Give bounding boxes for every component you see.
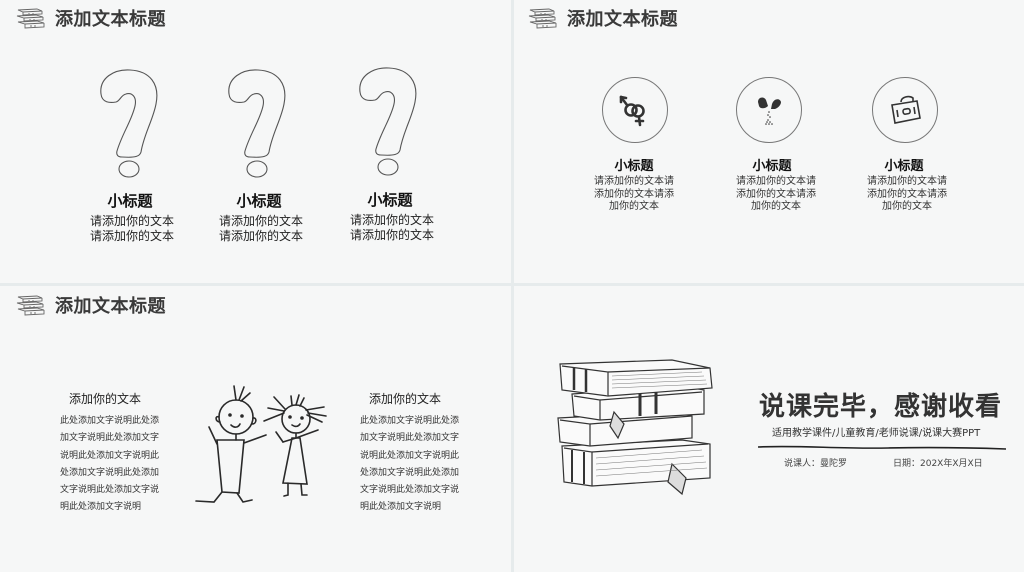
thanks-subtitle: 适用教学课件/儿童教育/老师说课/说课大赛PPT (772, 428, 981, 439)
item-title: 小标题 (884, 159, 924, 174)
question-mark-icon (357, 66, 419, 182)
item-title: 小标题 (614, 159, 654, 174)
item-line: 加你的文本 (882, 201, 932, 212)
column-line: 处添加文字说明此处添加 (60, 467, 160, 478)
item-line: 请添加你的文本 (349, 228, 434, 242)
column-line: 加文字说明此处添加文字 (360, 433, 460, 444)
column-line: 文字说明此处添加文字说 (360, 485, 460, 496)
item-line: 请添加你的文本 (218, 214, 303, 228)
capsule-circle (736, 77, 802, 143)
column-line: 此处添加文字说明此处添 (360, 416, 460, 426)
item-body: 请添加你的文本请 添加你的文本请添 加你的文本 (857, 176, 957, 214)
column-line: 加文字说明此处添加文字 (60, 433, 160, 444)
item-line: 请添加你的文本请 (736, 176, 816, 187)
slide-title: 添加文本标题 (567, 9, 678, 30)
item-line: 添加你的文本请添 (867, 188, 947, 200)
gender-symbol-icon (619, 95, 645, 127)
date-label: 日期：202X年X月X日 (893, 459, 983, 469)
column-body: 此处添加文字说明此处添 加文字说明此处添加文字 说明此处添加文字说明此 处添加文… (360, 413, 468, 517)
item-line: 加你的文本 (751, 201, 801, 212)
column-line: 文字说明此处添加文字说 (60, 485, 160, 496)
book-stack-icon (527, 6, 559, 30)
book-pile-icon (557, 359, 713, 496)
item-title: 小标题 (236, 192, 282, 210)
item-line: 请添加你的文本请 (867, 176, 947, 187)
slide-1-question-marks[interactable]: 添加文本标题 小标题 请添加你的文本 请添加你的文本 小标题 请添加你的文本 请… (0, 0, 511, 283)
item-line: 请添加你的文本 (349, 213, 434, 227)
column-line: 明此处添加文字说明 (60, 502, 142, 513)
divider-line (758, 445, 1006, 450)
column-line: 说明此处添加文字说明此 (360, 450, 460, 461)
gender-circle (602, 77, 668, 143)
column-heading: 添加你的文本 (369, 392, 442, 406)
presenter-label: 说课人：曼陀罗 (784, 459, 848, 469)
slide-3-two-columns[interactable]: 添加文本标题 添加你的文本 此处添加文字说明此处添 加文字说明此处添加文字 说明… (0, 286, 511, 572)
item-title: 小标题 (107, 192, 153, 210)
item-line: 请添加你的文本 (218, 229, 303, 243)
item-body: 请添加你的文本请 添加你的文本请添 加你的文本 (584, 176, 684, 214)
item-line: 添加你的文本请添 (594, 188, 674, 200)
book-stack-icon (15, 293, 47, 317)
slide-header: 添加文本标题 (15, 4, 166, 32)
question-mark-icon (98, 68, 160, 184)
item-title: 小标题 (367, 191, 413, 209)
slide-2-icon-circles[interactable]: 添加文本标题 (514, 0, 1024, 283)
capsule-pill-icon (758, 97, 781, 125)
briefcase-icon (891, 95, 921, 124)
column-line: 此处添加文字说明此处添 (60, 416, 160, 426)
item-line: 请添加你的文本请 (594, 176, 674, 187)
column-body: 此处添加文字说明此处添 加文字说明此处添加文字 说明此处添加文字说明此 处添加文… (60, 413, 168, 517)
item-body: 请添加你的文本 请添加你的文本 (201, 214, 321, 244)
item-line: 添加你的文本请添 (736, 188, 816, 200)
item-title: 小标题 (752, 159, 792, 174)
question-mark-icon (226, 68, 288, 184)
column-line: 明此处添加文字说明 (360, 502, 442, 513)
slide-4-thanks[interactable]: 说课完毕，感谢收看 适用教学课件/儿童教育/老师说课/说课大赛PPT 说课人：曼… (514, 286, 1024, 572)
column-line: 说明此处添加文字说明此 (60, 450, 160, 461)
item-body: 请添加你的文本 请添加你的文本 (72, 214, 192, 244)
item-line: 请添加你的文本 (89, 214, 174, 228)
slide-header: 添加文本标题 (15, 291, 166, 319)
stick-figure-children-icon (195, 385, 327, 503)
slide-header: 添加文本标题 (527, 4, 678, 32)
column-heading: 添加你的文本 (69, 392, 142, 406)
slide-title: 添加文本标题 (55, 9, 166, 30)
slide-title: 添加文本标题 (55, 296, 166, 317)
item-body: 请添加你的文本 请添加你的文本 (332, 213, 452, 243)
item-body: 请添加你的文本请 添加你的文本请添 加你的文本 (726, 176, 826, 214)
column-line: 处添加文字说明此处添加 (360, 467, 460, 478)
briefcase-circle (872, 77, 938, 143)
book-stack-icon (15, 6, 47, 30)
thanks-title: 说课完毕，感谢收看 (759, 392, 1003, 422)
item-line: 请添加你的文本 (89, 229, 174, 243)
item-line: 加你的文本 (609, 201, 659, 212)
